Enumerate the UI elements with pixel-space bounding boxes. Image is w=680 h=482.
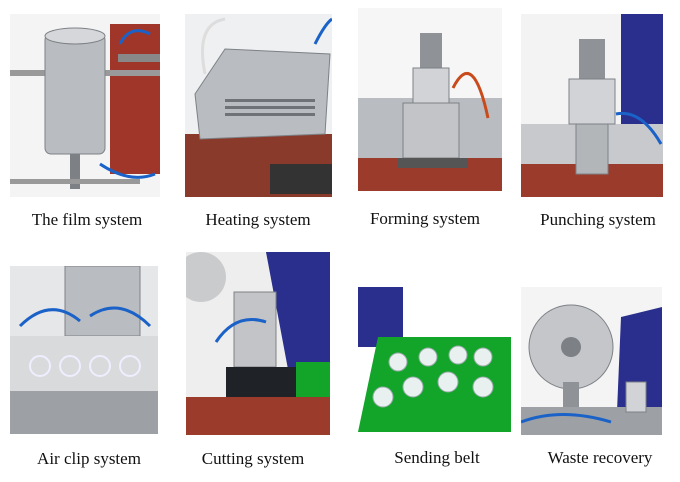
cutting-system-photo (186, 252, 330, 435)
punching-system-photo (521, 14, 663, 197)
heating-system-caption: Heating system (205, 210, 311, 229)
waste-recovery-photo (521, 287, 662, 435)
waste-recovery-caption: Waste recovery (547, 448, 653, 467)
punching-system-caption: Punching system (540, 210, 656, 229)
cutting-system-caption: Cutting system (201, 449, 305, 468)
sending-belt-photo (358, 287, 511, 432)
film-system-photo (10, 14, 160, 197)
film-system-caption: The film system (31, 210, 143, 229)
forming-system-caption: Forming system (369, 209, 481, 228)
heating-system-photo (185, 14, 332, 197)
sending-belt-caption: Sending belt (394, 448, 480, 467)
air-clip-system-caption: Air clip system (37, 449, 141, 468)
air-clip-system-photo (10, 266, 158, 434)
forming-system-photo (358, 8, 502, 191)
